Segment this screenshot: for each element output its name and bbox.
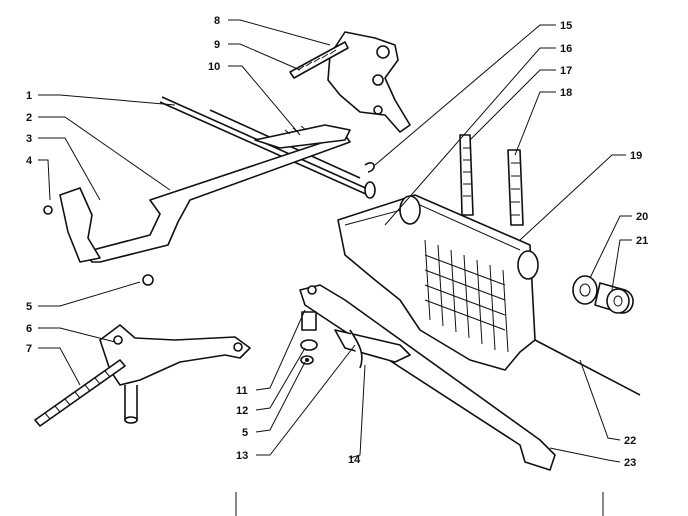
callout-20: 20 (636, 211, 648, 223)
callout-15: 15 (560, 20, 572, 32)
callout-7: 7 (26, 343, 32, 355)
callout-10: 10 (208, 61, 220, 73)
part-lower-lever (34, 324, 251, 427)
callout-23: 23 (624, 457, 636, 469)
leader-lines (38, 19, 632, 463)
callout-18: 18 (560, 87, 572, 99)
callout-4: 4 (26, 155, 33, 167)
callout-2: 2 (26, 112, 32, 124)
callout-13: 13 (236, 450, 248, 462)
callout-14: 14 (348, 454, 361, 466)
callout-16: 16 (560, 43, 572, 55)
part-rollers (572, 275, 634, 314)
callout-9: 9 (214, 39, 220, 51)
part-upper-bracket (254, 31, 411, 173)
callout-19: 19 (630, 150, 642, 162)
callout-17: 17 (560, 65, 572, 77)
part-main-frame (337, 134, 641, 396)
callout-12: 12 (236, 405, 248, 417)
callout-3: 3 (26, 133, 32, 145)
callout-22: 22 (624, 435, 636, 447)
callout-5-lower: 5 (242, 427, 248, 439)
callout-6: 6 (26, 323, 32, 335)
callout-11: 11 (236, 385, 248, 397)
callout-8: 8 (214, 15, 220, 27)
callout-5: 5 (26, 301, 32, 313)
part-rod-assembly (43, 96, 376, 286)
part-lower-arm (299, 284, 556, 471)
callout-1: 1 (26, 90, 32, 102)
callout-labels: 1 2 3 4 5 6 7 8 9 10 11 12 5 13 14 15 16… (26, 15, 648, 469)
callout-21: 21 (636, 235, 648, 247)
